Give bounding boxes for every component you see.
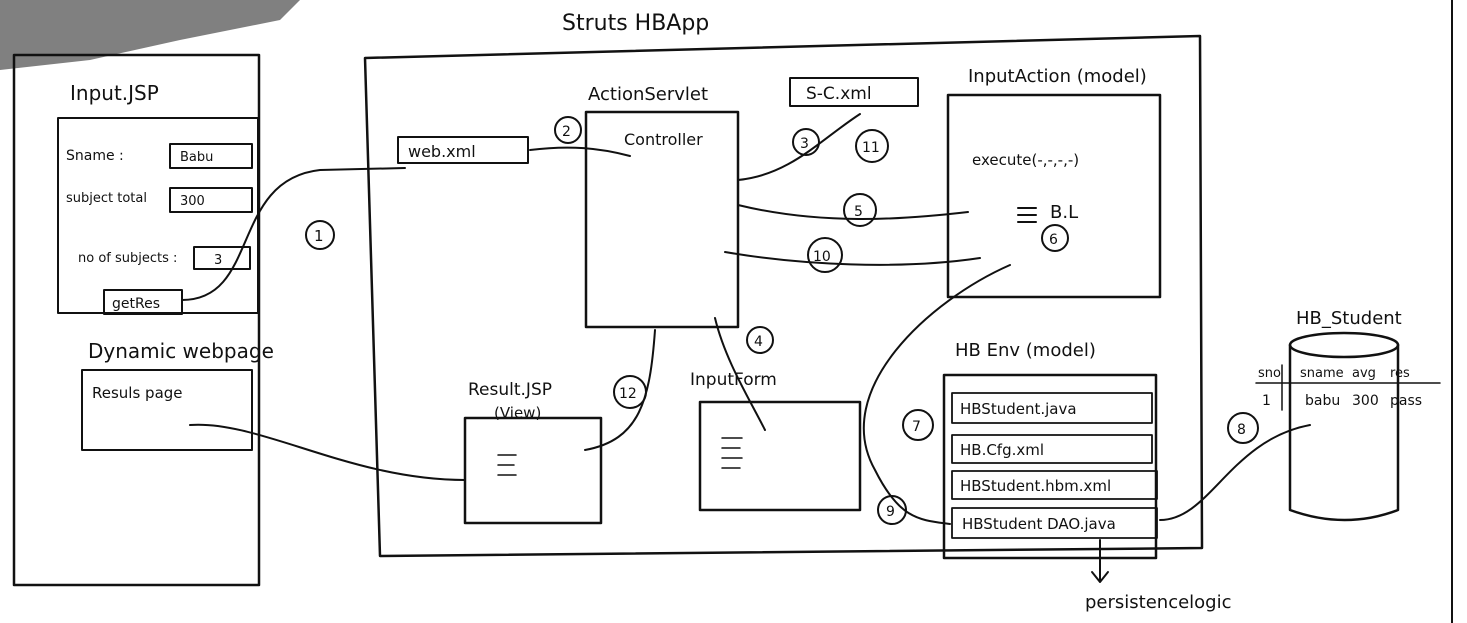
sname-value: Babu <box>180 150 213 165</box>
inputform-title: InputForm <box>690 370 777 390</box>
inputaction-title: InputAction (model) <box>968 66 1147 87</box>
arrow-result <box>190 425 465 480</box>
form-lines-icon <box>722 438 742 468</box>
arrow-3 <box>738 114 860 180</box>
execute-method: execute(-,-,-,-) <box>972 151 1079 169</box>
hbcfg-xml-label: HB.Cfg.xml <box>960 441 1044 459</box>
col-sno: sno <box>1258 366 1281 381</box>
col-sname: sname <box>1300 366 1344 381</box>
result-page-text: Resuls page <box>92 384 183 402</box>
hbm-xml-label: HBStudent.hbm.xml <box>960 477 1111 495</box>
svg-text:5: 5 <box>854 204 863 220</box>
hbenv-title: HB Env (model) <box>955 340 1096 361</box>
svg-text:4: 4 <box>754 334 763 350</box>
svg-text:6: 6 <box>1049 232 1058 248</box>
controller-label: Controller <box>624 130 703 149</box>
actionservlet-title: ActionServlet <box>588 84 708 105</box>
view-lines-icon <box>498 455 516 475</box>
cell-sno: 1 <box>1262 393 1271 409</box>
cell-res: pass <box>1390 393 1422 409</box>
result-jsp-title: Result.JSP <box>468 380 552 400</box>
sconfig-label: S-C.xml <box>806 84 872 104</box>
sname-label: Sname : <box>66 148 124 164</box>
svg-text:8: 8 <box>1237 422 1246 438</box>
dao-java-label: HBStudent DAO.java <box>962 515 1116 533</box>
svg-text:2: 2 <box>562 124 571 140</box>
cell-sname: babu <box>1305 393 1340 409</box>
col-avg: avg <box>1352 366 1376 381</box>
subject-total-label: subject total <box>66 191 147 206</box>
cell-avg: 300 <box>1352 393 1379 409</box>
client-panel <box>14 55 259 585</box>
svg-text:10: 10 <box>813 249 831 265</box>
equals-icon <box>1018 208 1036 222</box>
getres-label: getRes <box>112 296 160 312</box>
result-jsp-subtitle: (View) <box>494 404 541 422</box>
arrow-10 <box>725 252 980 265</box>
arrow-2 <box>530 148 630 156</box>
col-res: res <box>1390 366 1410 381</box>
no-subjects-label: no of subjects : <box>78 251 177 266</box>
app-title: Struts HBApp <box>562 11 709 36</box>
svg-text:9: 9 <box>886 504 895 520</box>
svg-text:3: 3 <box>800 136 809 152</box>
no-subjects-value: 3 <box>214 253 222 268</box>
inputform-box <box>700 402 860 510</box>
svg-text:12: 12 <box>619 386 637 402</box>
svg-text:11: 11 <box>862 140 880 156</box>
persistence-logic-label: persistencelogic <box>1085 592 1232 613</box>
inputaction-box <box>948 95 1160 297</box>
webxml-label: web.xml <box>408 142 476 161</box>
arrow-8 <box>1160 425 1310 520</box>
hbstudent-java-label: HBStudent.java <box>960 400 1077 418</box>
db-table-title: HB_Student <box>1296 308 1402 329</box>
db-cylinder-top <box>1290 333 1398 357</box>
result-page-box <box>82 370 252 450</box>
total-value: 300 <box>180 194 205 209</box>
arrow-5 <box>738 205 968 219</box>
business-logic: B.L <box>1050 202 1078 223</box>
result-jsp-box <box>465 418 601 523</box>
scan-smudge <box>0 0 300 70</box>
svg-text:1: 1 <box>314 227 324 245</box>
input-jsp-header: Input.JSP <box>70 81 159 105</box>
svg-text:7: 7 <box>912 419 921 435</box>
dynamic-webpage-label: Dynamic webpage <box>88 339 274 363</box>
